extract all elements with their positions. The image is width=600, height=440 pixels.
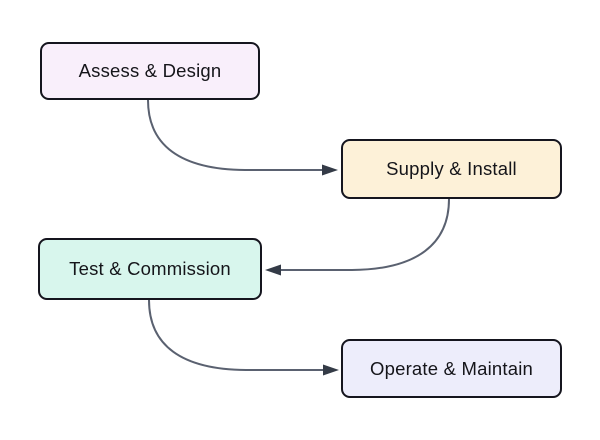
arrowhead-icon bbox=[265, 264, 281, 276]
arrowhead-icon bbox=[323, 364, 339, 376]
node-supply-install[interactable]: Supply & Install bbox=[341, 139, 562, 199]
node-test-commission[interactable]: Test & Commission bbox=[38, 238, 262, 300]
edge-supply-to-test bbox=[265, 198, 450, 276]
arrowhead-icon bbox=[322, 164, 338, 176]
node-assess-design[interactable]: Assess & Design bbox=[40, 42, 260, 100]
node-label: Assess & Design bbox=[78, 60, 222, 81]
node-label: Operate & Maintain bbox=[370, 357, 533, 379]
node-label: Supply & Install bbox=[386, 158, 517, 179]
node-label: Test & Commission bbox=[69, 258, 231, 279]
node-operate-maintain[interactable]: Operate & Maintain bbox=[341, 339, 562, 398]
edge-assess-to-supply bbox=[147, 99, 338, 176]
edge-test-to-operate bbox=[148, 299, 339, 376]
